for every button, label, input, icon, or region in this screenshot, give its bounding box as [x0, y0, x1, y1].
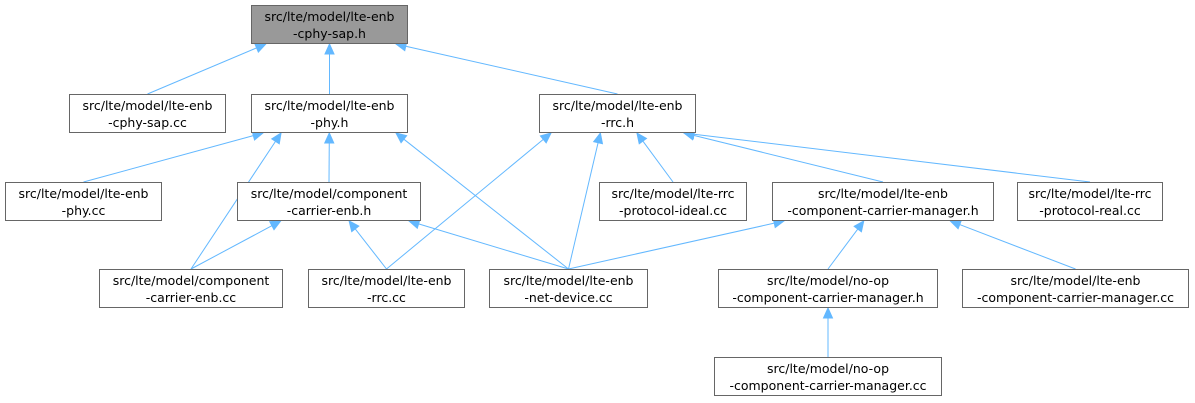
node-line2: -protocol-ideal.cc	[619, 202, 727, 218]
arrowhead-netdev_cc-to-rrc_h	[592, 131, 604, 145]
node-line2: -rrc.cc	[367, 289, 406, 305]
node-line2: -phy.h	[310, 114, 349, 130]
arrowhead-rrc_cc-to-cc_enb_h	[348, 220, 360, 233]
node-lte-enb-phy-cc[interactable]: src/lte/model/lte-enb -phy.cc	[5, 182, 162, 221]
node-lte-enb-cphy-sap-h: src/lte/model/lte-enb -cphy-sap.h	[251, 5, 408, 44]
node-line1: src/lte/model/lte-enb	[82, 97, 213, 113]
node-lte-enb-component-carrier-manager-h[interactable]: src/lte/model/lte-enb -component-carrier…	[772, 182, 994, 221]
node-line2: -net-device.cc	[524, 289, 613, 305]
node-lte-rrc-protocol-real-cc[interactable]: src/lte/model/lte-rrc -protocol-real.cc	[1017, 182, 1163, 221]
node-line2: -protocol-real.cc	[1039, 202, 1141, 218]
edge-netdev_cc-to-rrc_h	[568, 142, 599, 270]
node-line1: src/lte/model/lte-enb	[818, 185, 948, 201]
node-line1: src/lte/model/lte-enb	[264, 97, 395, 113]
arrowhead-ccm_cc-to-ccm_h	[949, 219, 963, 230]
node-line2: -component-carrier-manager.cc	[729, 377, 927, 393]
node-lte-enb-component-carrier-manager-cc[interactable]: src/lte/model/lte-enb -component-carrier…	[962, 269, 1189, 308]
node-no-op-component-carrier-manager-h[interactable]: src/lte/model/no-op -component-carrier-m…	[718, 269, 938, 308]
edge-noop_h-to-ccm_h	[827, 228, 859, 270]
node-lte-enb-net-device-cc[interactable]: src/lte/model/lte-enb -net-device.cc	[489, 269, 648, 308]
edge-ccm_h-to-rrc_h	[693, 134, 884, 183]
arrowhead-noop_h-to-ccm_h	[853, 220, 865, 233]
arrowhead-cc_enb_cc-to-cc_enb_h	[268, 220, 282, 231]
node-line1: src/lte/model/component	[250, 185, 408, 201]
edge-ccm_cc-to-ccm_h	[959, 224, 1076, 270]
node-line1: src/lte/model/no-op	[767, 272, 889, 288]
node-line2: -carrier-enb.h	[286, 202, 372, 218]
node-lte-enb-rrc-cc[interactable]: src/lte/model/lte-enb -rrc.cc	[308, 269, 465, 308]
node-line1: src/lte/model/lte-enb	[18, 185, 149, 201]
node-line2: -carrier-enb.cc	[145, 289, 237, 305]
arrowhead-cc_enb_cc-to-phy_h	[270, 131, 282, 145]
edge-phy_cc-to-phy_h	[83, 135, 254, 183]
node-line1: src/lte/model/lte-rrc	[1028, 185, 1152, 201]
node-line1: src/lte/model/lte-enb	[503, 272, 634, 288]
edge-netdev_cc-to-phy_h	[403, 138, 569, 270]
node-line2: -phy.cc	[61, 202, 106, 218]
node-line1: src/lte/model/lte-enb	[264, 8, 395, 24]
edge-netdev_cc-to-ccm_h	[568, 222, 775, 270]
node-line2: -component-carrier-manager.h	[787, 202, 979, 218]
node-line2: -cphy-sap.h	[293, 25, 366, 41]
edge-netdev_cc-to-cc_enb_h	[418, 223, 569, 270]
node-lte-enb-phy-h[interactable]: src/lte/model/lte-enb -phy.h	[251, 94, 408, 133]
edge-rrc_real-to-rrc_h	[693, 133, 1091, 183]
arrowhead-phy_h-to-root	[324, 42, 335, 55]
node-lte-enb-cphy-sap-cc[interactable]: src/lte/model/lte-enb -cphy-sap.cc	[69, 94, 226, 133]
arrowhead-rrc_cc-to-rrc_h	[539, 132, 552, 144]
arrowhead-rrc_ideal-to-rrc_h	[636, 132, 648, 145]
node-line1: src/lte/model/component	[112, 272, 270, 288]
edge-cc_enb_cc-to-phy_h	[190, 141, 276, 270]
node-lte-rrc-protocol-ideal-cc[interactable]: src/lte/model/lte-rrc -protocol-ideal.cc	[599, 182, 747, 221]
node-no-op-component-carrier-manager-cc[interactable]: src/lte/model/no-op -component-carrier-m…	[714, 357, 942, 396]
node-line1: src/lte/model/no-op	[767, 360, 889, 376]
edge-cc_enb_cc-to-cc_enb_h	[190, 225, 273, 270]
node-line2: -rrc.h	[600, 114, 635, 130]
node-line1: src/lte/model/lte-enb	[321, 272, 452, 288]
arrowhead-cc_enb_h-to-phy_h	[323, 131, 335, 144]
node-line2: -component-carrier-manager.cc	[976, 289, 1175, 305]
edge-cphy_cc-to-root	[147, 47, 257, 95]
node-lte-enb-rrc-h[interactable]: src/lte/model/lte-enb -rrc.h	[539, 94, 696, 133]
node-component-carrier-enb-h[interactable]: src/lte/model/component -carrier-enb.h	[237, 182, 421, 221]
edge-rrc_cc-to-rrc_h	[386, 138, 544, 270]
node-line1: src/lte/model/lte-rrc	[611, 185, 735, 201]
arrowhead-noop_cc-to-noop_h	[822, 306, 834, 319]
edge-rrc_cc-to-cc_enb_h	[354, 228, 387, 270]
node-component-carrier-enb-cc[interactable]: src/lte/model/component -carrier-enb.cc	[99, 269, 283, 308]
node-line2: -cphy-sap.cc	[108, 114, 187, 130]
node-line2: -component-carrier-manager.h	[732, 289, 924, 305]
node-line1: src/lte/model/lte-enb	[1010, 272, 1141, 288]
arrowhead-cphy_cc-to-root	[254, 43, 267, 53]
edge-rrc_h-to-root	[405, 45, 618, 95]
node-line1: src/lte/model/lte-enb	[552, 97, 683, 113]
arrowhead-netdev_cc-to-phy_h	[395, 132, 408, 144]
edge-rrc_ideal-to-rrc_h	[642, 140, 674, 183]
